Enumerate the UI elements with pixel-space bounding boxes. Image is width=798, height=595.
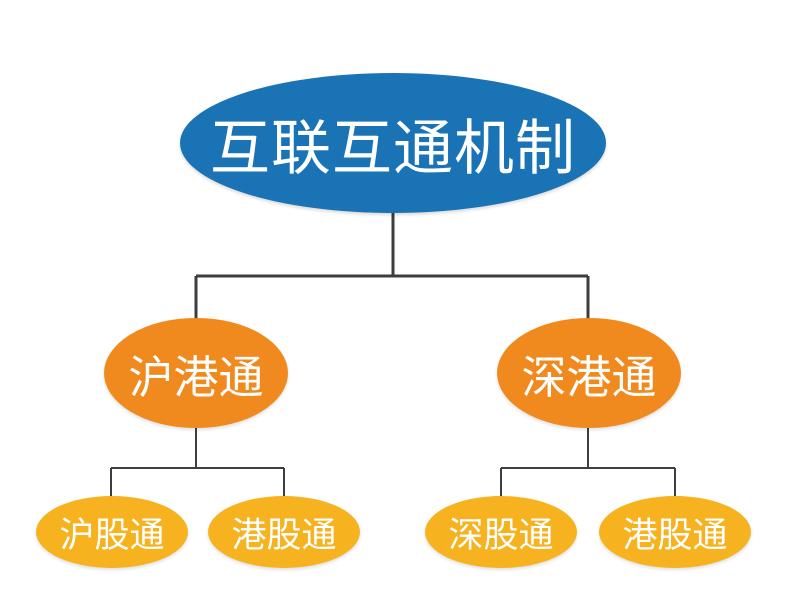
branch-node-label: 深港通 (521, 350, 657, 404)
leaf-node-southbound-shanghai: 港股通 (208, 496, 360, 568)
branch-node-shanghai-hk-connect: 沪港通 (104, 318, 288, 428)
root-node-label: 互联互通机制 (210, 113, 576, 184)
leaf-node-label: 港股通 (231, 515, 337, 556)
leaf-node-southbound-shenzhen: 港股通 (599, 496, 751, 568)
leaf-node-label: 深股通 (448, 515, 554, 556)
leaf-node-northbound-shenzhen: 深股通 (425, 496, 577, 568)
leaf-node-label: 沪股通 (59, 515, 165, 556)
leaf-node-northbound-shanghai: 沪股通 (36, 496, 188, 568)
branch-node-label: 沪港通 (128, 350, 264, 404)
leaf-node-label: 港股通 (622, 515, 728, 556)
branch-node-shenzhen-hk-connect: 深港通 (497, 318, 681, 428)
root-node-mutual-access: 互联互通机制 (180, 73, 606, 213)
